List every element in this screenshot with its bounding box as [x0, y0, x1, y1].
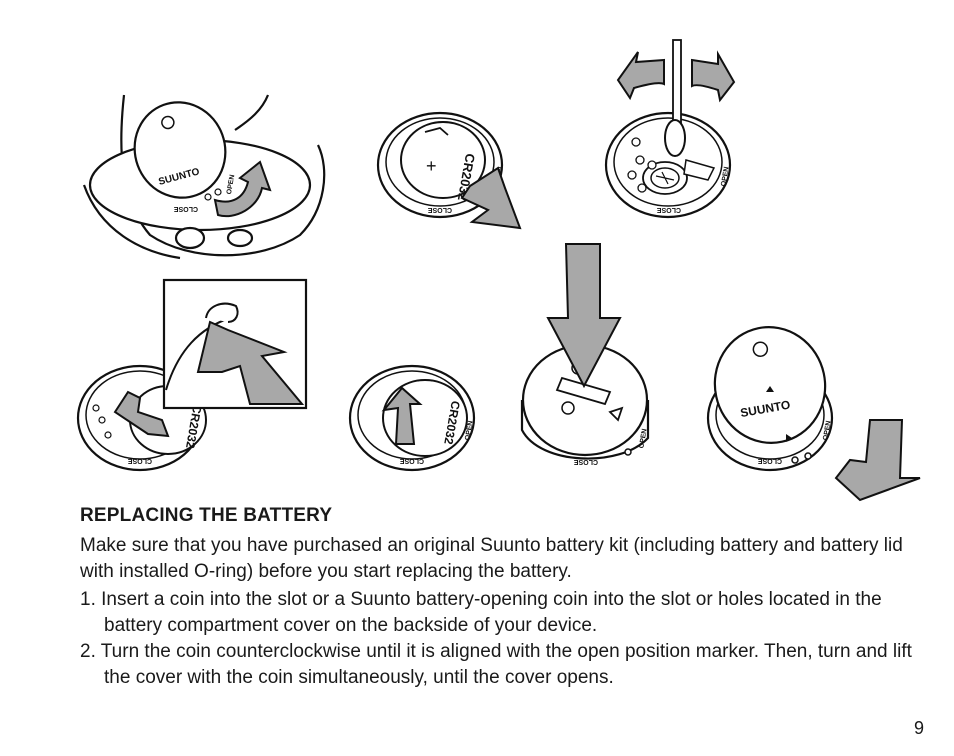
hinged-cover — [713, 326, 827, 444]
open-label: OPEN — [822, 420, 832, 441]
insert-arrow — [196, 320, 305, 405]
seat-arrow — [381, 386, 423, 445]
close-label: CLOSE — [174, 205, 198, 212]
diagonal-arrow — [460, 166, 522, 230]
close-label: CLOSE — [574, 458, 598, 465]
open-label: OPEN — [638, 428, 648, 449]
step-1: 1. Insert a coin into the slot or a Suun… — [80, 589, 882, 636]
panel-battery-seated: CR2032 CLOSE OPEN — [348, 364, 476, 472]
section-heading: REPLACING THE BATTERY — [80, 505, 333, 526]
battery-replacement-illustrations: SUUNTO CLOSE OPEN + CR2032 CLOSE OPEN CL… — [76, 39, 921, 502]
open-label: OPEN — [720, 166, 730, 187]
close-label: CLOSE — [758, 457, 782, 464]
down-arrow — [546, 243, 622, 389]
panel-insert-battery-zoom: CR2032 CLOSE — [76, 278, 308, 472]
close-label: CLOSE — [400, 457, 424, 464]
open-label: OPEN — [226, 174, 236, 195]
intro-paragraph: Make sure that you have purchased an ori… — [80, 535, 903, 582]
panel-close-cover: SUUNTO CLOSE OPEN — [706, 326, 921, 502]
panel-remove-battery: + CR2032 CLOSE OPEN — [376, 111, 522, 230]
curved-arrow — [213, 160, 272, 218]
battery-plus: + — [426, 156, 437, 176]
close-label: CLOSE — [428, 206, 452, 213]
close-cover-arrow — [834, 419, 921, 502]
close-label: CLOSE — [128, 457, 152, 464]
hinged-lid — [133, 101, 227, 199]
step-2: 2. Turn the coin counterclockwise until … — [80, 641, 912, 688]
panel-clean-compartment: CLOSE OPEN — [604, 39, 736, 219]
panel-lid-open-device: SUUNTO CLOSE OPEN — [82, 94, 326, 260]
rotate-right-arrow — [691, 50, 736, 103]
cotton-swab-tip — [664, 119, 686, 157]
close-label: CLOSE — [657, 206, 681, 213]
page-number: 9 — [913, 718, 924, 738]
panel-place-cover: CLOSE OPEN — [520, 243, 650, 465]
open-label: OPEN — [464, 420, 474, 441]
rotate-left-arrow — [616, 51, 665, 101]
